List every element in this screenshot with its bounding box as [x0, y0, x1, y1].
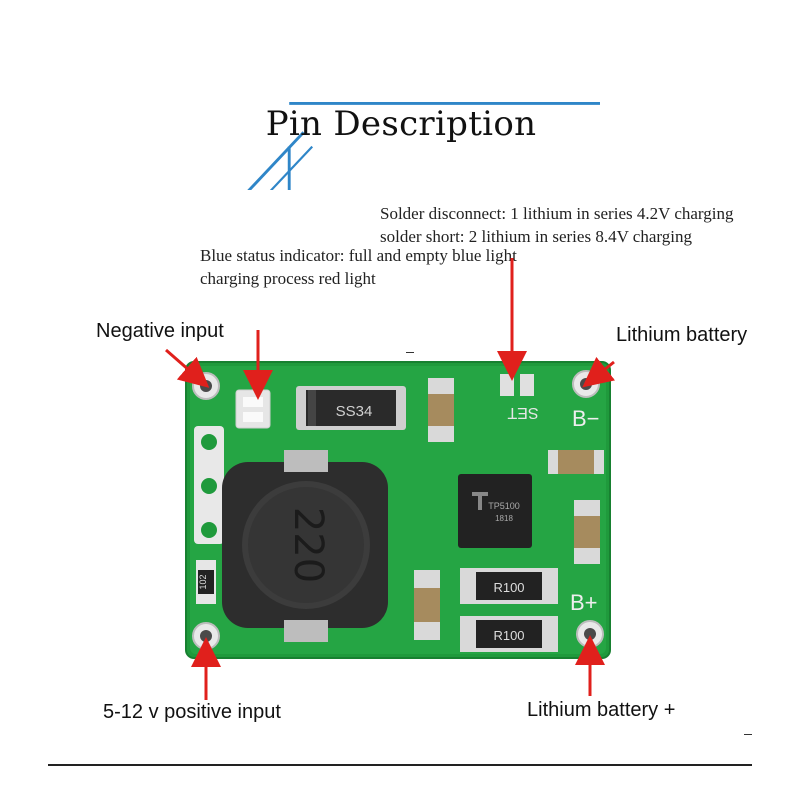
- callout-lithium-battery-negative: Lithium battery: [616, 324, 748, 346]
- side-header-pads: [194, 426, 224, 544]
- stray-mark: [406, 352, 414, 353]
- diode-label: SS34: [336, 403, 373, 420]
- status-led-note-line-1: Blue status indicator: full and empty bl…: [200, 246, 517, 265]
- ic-label-line-1: TP5100: [488, 501, 520, 511]
- pad-battery-negative: [572, 370, 600, 398]
- stray-mark: [744, 734, 752, 735]
- small-resistor-label: 102: [198, 574, 208, 589]
- arrow-negative-input: [165, 348, 210, 388]
- callout-negative-input: Negative input: [96, 320, 224, 342]
- callout-positive-input: 5-12 v positive input: [103, 701, 281, 723]
- diode-ss34: SS34: [296, 386, 406, 430]
- pad-positive-input: [192, 622, 220, 650]
- resistor-1-label: R100: [493, 580, 524, 595]
- pad-battery-positive: [576, 620, 604, 648]
- status-led-note-line-2: charging process red light: [200, 269, 376, 288]
- inductor-220: 220: [222, 450, 388, 642]
- jumper-label: SET: [507, 404, 538, 421]
- pad-label-b-minus: B−: [572, 406, 600, 431]
- resistor-r100-bottom: R100: [460, 616, 558, 652]
- capacitor: [548, 450, 604, 474]
- inductor-label: 220: [285, 507, 331, 583]
- solder-jumper-note-line-1: Solder disconnect: 1 lithium in series 4…: [380, 204, 734, 223]
- capacitor: [428, 378, 454, 442]
- ic-tp5100: TP5100 1818: [458, 474, 532, 548]
- capacitor: [414, 570, 440, 640]
- ic-label-line-2: 1818: [495, 514, 513, 523]
- resistor-r100-top: R100: [460, 568, 558, 604]
- resistor-2-label: R100: [493, 628, 524, 643]
- arrow-battery-negative: [582, 356, 616, 388]
- pad-label-b-plus: B+: [570, 590, 598, 615]
- solder-jumper-note-line-2: solder short: 2 lithium in series 8.4V c…: [380, 227, 692, 246]
- capacitor: [574, 500, 600, 564]
- callout-lithium-battery-positive: Lithium battery +: [527, 699, 676, 721]
- title-frame: [247, 102, 600, 190]
- status-led: [235, 389, 271, 429]
- page-title: Pin Description: [265, 104, 537, 144]
- bottom-divider: [48, 764, 752, 766]
- small-resistor-102: 102: [196, 560, 216, 604]
